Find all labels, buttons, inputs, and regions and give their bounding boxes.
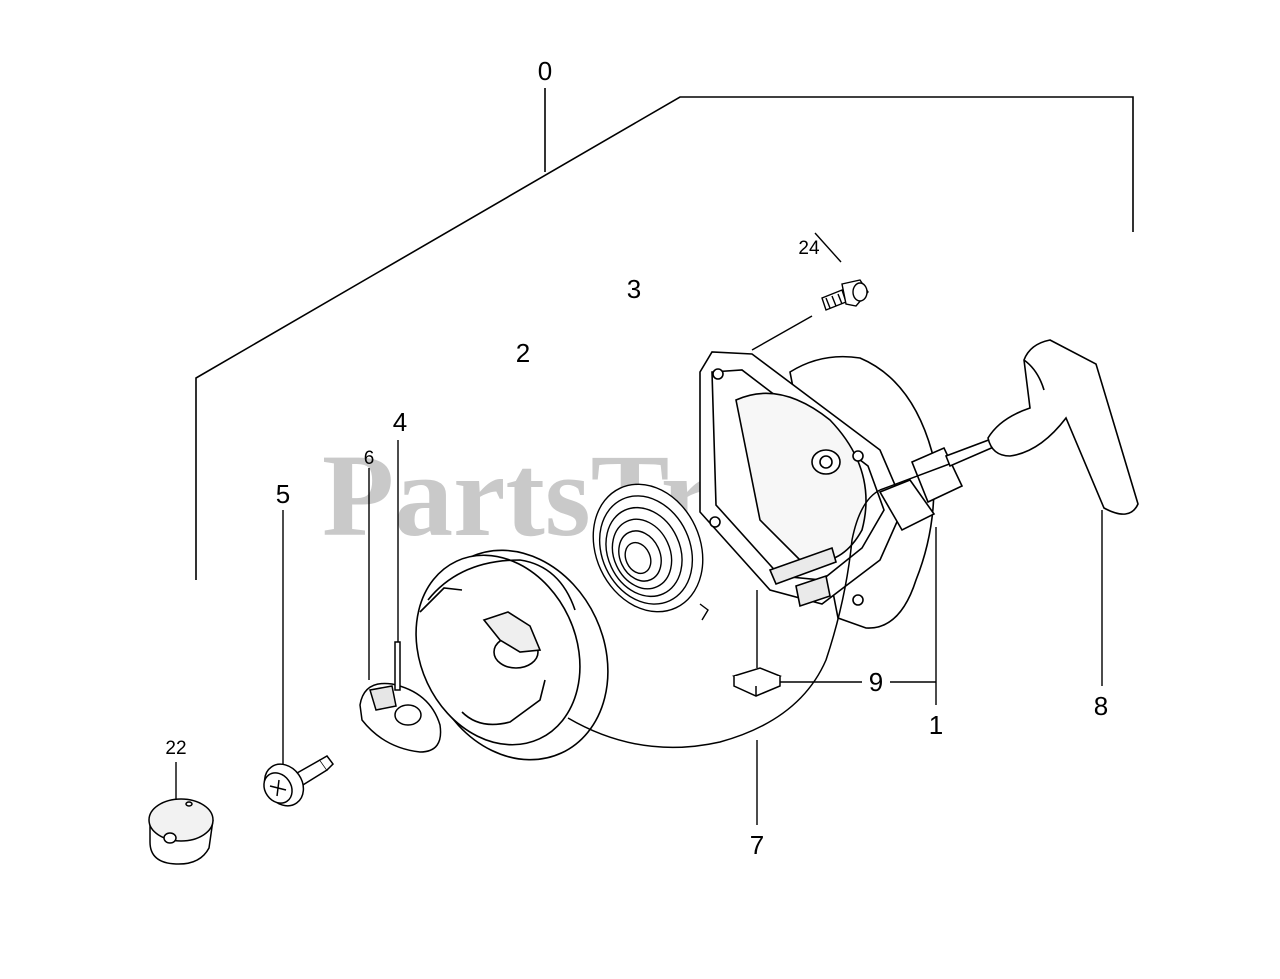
callout-7: 7: [750, 830, 764, 860]
leader-lines: [175, 232, 1103, 825]
callout-1: 1: [929, 710, 943, 740]
callout-8: 8: [1094, 691, 1108, 721]
callout-6: 6: [364, 448, 375, 469]
callout-5: 5: [276, 479, 290, 509]
part-9-guide: [731, 667, 782, 697]
assembly-bracket: [195, 88, 1134, 580]
callout-0: 0: [538, 56, 552, 86]
callout-4: 4: [393, 407, 407, 437]
callout-3: 3: [627, 274, 641, 304]
callout-2: 2: [516, 338, 530, 368]
callout-labels: 0 1 2 3 4 5 6 7 8 9 22 24: [165, 56, 1108, 860]
part-2-reel: [415, 549, 609, 761]
part-24-bolt: [821, 279, 869, 311]
callout-9: 9: [869, 667, 883, 697]
part-3-spring: [592, 483, 709, 621]
part-8-handle: [944, 339, 1139, 515]
part-22-cap: [148, 798, 214, 865]
callout-22: 22: [165, 738, 186, 759]
part-5-screw: [263, 755, 334, 807]
part-6-4-pawl: [359, 641, 442, 753]
callout-24: 24: [798, 238, 820, 259]
part-1-housing: [699, 351, 964, 629]
